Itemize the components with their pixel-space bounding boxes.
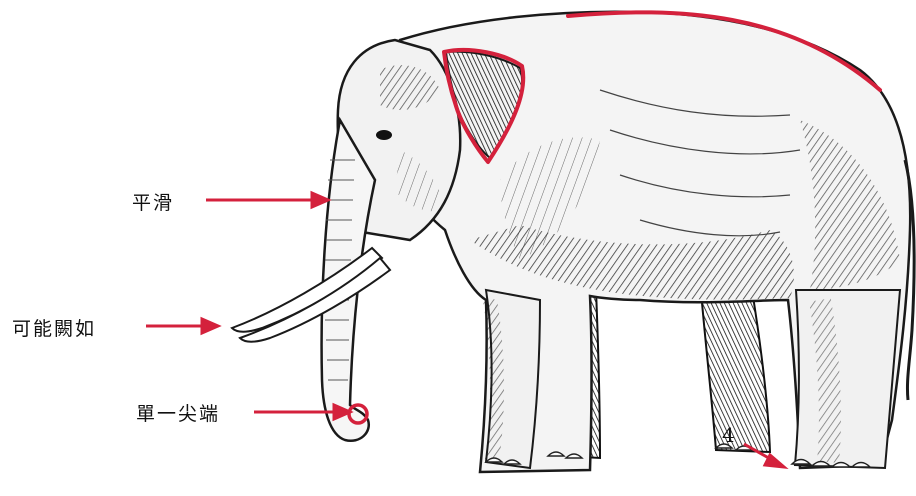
arrow-tusk [146, 319, 218, 333]
smooth-label: 平滑 [132, 188, 174, 215]
arrow-trunk-tip [254, 405, 350, 419]
tusks-may-be-absent-label: 可能闕如 [12, 314, 96, 341]
eye [376, 130, 392, 140]
arrow-smooth [206, 193, 328, 207]
single-trunk-tip-label: 單一尖端 [136, 399, 220, 426]
toe-count-label: 4 [722, 423, 735, 447]
near-hind-leg [795, 290, 900, 468]
far-hind-leg [700, 280, 770, 452]
elephant-body [232, 12, 914, 472]
